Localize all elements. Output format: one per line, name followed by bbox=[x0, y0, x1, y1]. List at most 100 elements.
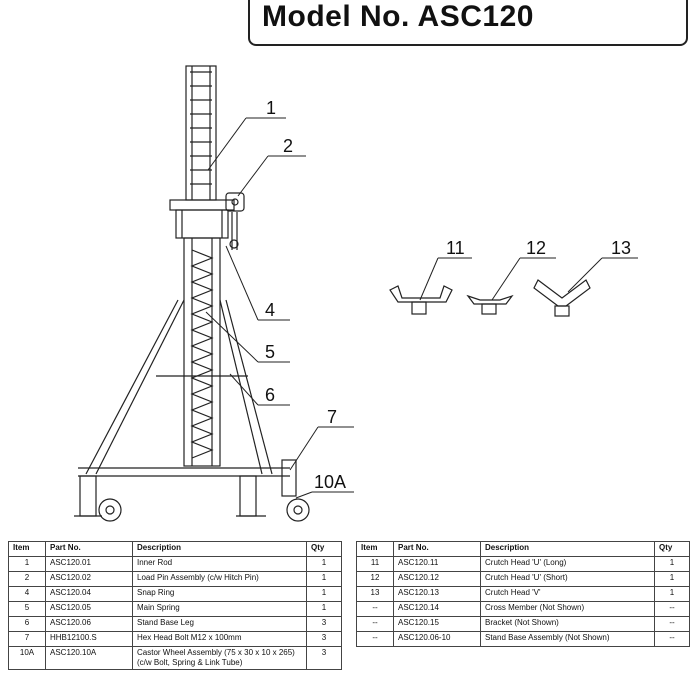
cell-part-no: ASC120.11 bbox=[393, 556, 481, 572]
table-row: 5 ASC120.05 Main Spring 1 bbox=[8, 601, 342, 617]
callout-4: 4 bbox=[265, 300, 275, 320]
cell-qty: -- bbox=[654, 631, 690, 647]
cell-item: 1 bbox=[8, 556, 46, 572]
cell-part-no: ASC120.06-10 bbox=[393, 631, 481, 647]
inner-rod bbox=[185, 65, 217, 201]
cell-part-no: ASC120.06 bbox=[45, 616, 133, 632]
cell-item: -- bbox=[356, 601, 394, 617]
cell-description: Load Pin Assembly (c/w Hitch Pin) bbox=[132, 571, 307, 587]
stand-assembly-drawing: 1 2 4 5 6 7 10A 11 12 13 bbox=[74, 65, 638, 522]
table-row: 13 ASC120.13 Crutch Head 'V' 1 bbox=[356, 586, 690, 602]
cell-qty: 1 bbox=[306, 601, 342, 617]
cell-qty: 3 bbox=[306, 646, 342, 670]
cell-part-no: ASC120.12 bbox=[393, 571, 481, 587]
table-row: 6 ASC120.06 Stand Base Leg 3 bbox=[8, 616, 342, 632]
cell-item: 11 bbox=[356, 556, 394, 572]
callout-5: 5 bbox=[265, 342, 275, 362]
cell-description: Snap Ring bbox=[132, 586, 307, 602]
col-description: Description bbox=[132, 541, 307, 557]
callout-1: 1 bbox=[266, 98, 276, 118]
cell-description: Castor Wheel Assembly (75 x 30 x 10 x 26… bbox=[132, 646, 307, 670]
cell-part-no: ASC120.05 bbox=[45, 601, 133, 617]
cell-description: Stand Base Assembly (Not Shown) bbox=[480, 631, 655, 647]
cell-description: Inner Rod bbox=[132, 556, 307, 572]
cell-item: 4 bbox=[8, 586, 46, 602]
cell-description: Crutch Head 'U' (Long) bbox=[480, 556, 655, 572]
castor-wheel-assembly bbox=[98, 459, 310, 522]
cell-part-no: ASC120.13 bbox=[393, 586, 481, 602]
cell-qty: -- bbox=[654, 601, 690, 617]
cell-qty: 1 bbox=[306, 556, 342, 572]
callout-6: 6 bbox=[265, 385, 275, 405]
callout-10a: 10A bbox=[314, 472, 346, 492]
table-header-row: Item Part No. Description Qty bbox=[8, 541, 342, 557]
col-item: Item bbox=[356, 541, 394, 557]
callout-7: 7 bbox=[327, 407, 337, 427]
cell-qty: 1 bbox=[654, 586, 690, 602]
table-row: 1 ASC120.01 Inner Rod 1 bbox=[8, 556, 342, 572]
stand-base-legs bbox=[74, 299, 290, 517]
cell-part-no: HHB12100.S bbox=[45, 631, 133, 647]
callout-12: 12 bbox=[526, 238, 546, 258]
model-title-box: Model No. ASC120 bbox=[248, 0, 688, 46]
table-header-row: Item Part No. Description Qty bbox=[356, 541, 690, 557]
cell-qty: 1 bbox=[306, 571, 342, 587]
cell-description: Crutch Head 'U' (Short) bbox=[480, 571, 655, 587]
crutch-head-v bbox=[533, 279, 591, 317]
callout-13: 13 bbox=[611, 238, 631, 258]
cell-item: -- bbox=[356, 616, 394, 632]
cell-qty: 1 bbox=[654, 571, 690, 587]
cell-item: 10A bbox=[8, 646, 46, 670]
table-row: 4 ASC120.04 Snap Ring 1 bbox=[8, 586, 342, 602]
cell-item: 13 bbox=[356, 586, 394, 602]
table-row: -- ASC120.14 Cross Member (Not Shown) -- bbox=[356, 601, 690, 617]
cell-part-no: ASC120.02 bbox=[45, 571, 133, 587]
table-row: 7 HHB12100.S Hex Head Bolt M12 x 100mm 3 bbox=[8, 631, 342, 647]
cell-item: 7 bbox=[8, 631, 46, 647]
cell-qty: -- bbox=[654, 616, 690, 632]
crutch-head-u-long bbox=[389, 285, 453, 315]
cell-description: Hex Head Bolt M12 x 100mm bbox=[132, 631, 307, 647]
table-row: 12 ASC120.12 Crutch Head 'U' (Short) 1 bbox=[356, 571, 690, 587]
cell-part-no: ASC120.01 bbox=[45, 556, 133, 572]
cell-qty: 3 bbox=[306, 616, 342, 632]
table-row: 2 ASC120.02 Load Pin Assembly (c/w Hitch… bbox=[8, 571, 342, 587]
table-row: 10A ASC120.10A Castor Wheel Assembly (75… bbox=[8, 646, 342, 670]
cell-part-no: ASC120.14 bbox=[393, 601, 481, 617]
table-row: -- ASC120.06-10 Stand Base Assembly (Not… bbox=[356, 631, 690, 647]
cell-part-no: ASC120.15 bbox=[393, 616, 481, 632]
table-row: 11 ASC120.11 Crutch Head 'U' (Long) 1 bbox=[356, 556, 690, 572]
col-qty: Qty bbox=[306, 541, 342, 557]
parts-table-left: Item Part No. Description Qty 1 ASC120.0… bbox=[8, 541, 342, 670]
col-item: Item bbox=[8, 541, 46, 557]
cell-item: 12 bbox=[356, 571, 394, 587]
outer-tube bbox=[183, 237, 221, 467]
callout-2: 2 bbox=[283, 136, 293, 156]
cell-description: Bracket (Not Shown) bbox=[480, 616, 655, 632]
cell-qty: 1 bbox=[654, 556, 690, 572]
collar-flange bbox=[169, 199, 235, 239]
col-part-no: Part No. bbox=[393, 541, 481, 557]
table-row: -- ASC120.15 Bracket (Not Shown) -- bbox=[356, 616, 690, 632]
parts-table-right: Item Part No. Description Qty 11 ASC120.… bbox=[356, 541, 690, 647]
cell-item: 2 bbox=[8, 571, 46, 587]
col-description: Description bbox=[480, 541, 655, 557]
col-qty: Qty bbox=[654, 541, 690, 557]
load-pin-assembly bbox=[225, 192, 245, 250]
cell-part-no: ASC120.04 bbox=[45, 586, 133, 602]
col-part-no: Part No. bbox=[45, 541, 133, 557]
leader-lines bbox=[205, 117, 638, 499]
cell-description: Cross Member (Not Shown) bbox=[480, 601, 655, 617]
cell-qty: 3 bbox=[306, 631, 342, 647]
cell-qty: 1 bbox=[306, 586, 342, 602]
cell-item: 5 bbox=[8, 601, 46, 617]
crutch-head-u-short bbox=[466, 294, 514, 315]
cell-item: 6 bbox=[8, 616, 46, 632]
cell-description: Crutch Head 'V' bbox=[480, 586, 655, 602]
cell-description: Stand Base Leg bbox=[132, 616, 307, 632]
callout-11: 11 bbox=[446, 238, 465, 258]
cell-item: -- bbox=[356, 631, 394, 647]
cell-part-no: ASC120.10A bbox=[45, 646, 133, 670]
model-title: Model No. ASC120 bbox=[262, 0, 534, 33]
cell-description: Main Spring bbox=[132, 601, 307, 617]
